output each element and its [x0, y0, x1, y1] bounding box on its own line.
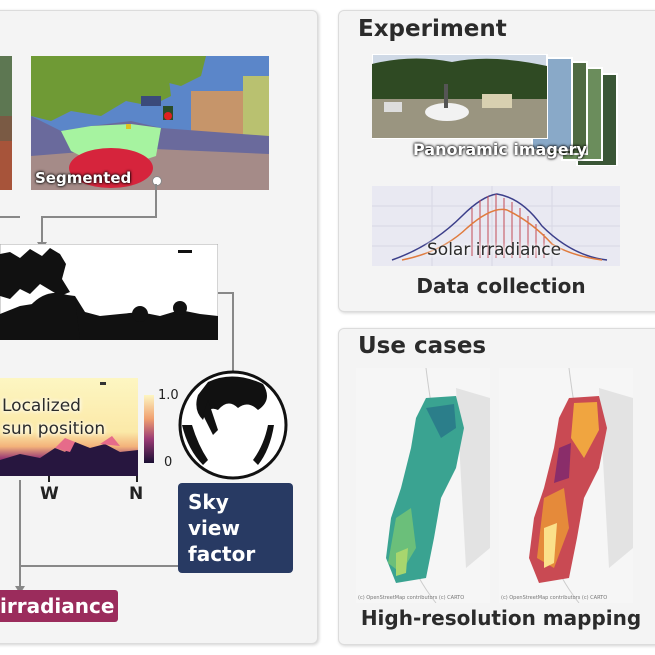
irradiance-map: (c) OpenStreetMap contributors (c) CARTO	[499, 368, 633, 603]
street-photo-thumbnail	[0, 56, 12, 190]
solar-irradiance-label: Solar irradiance	[427, 240, 562, 260]
sky-view-factor-box: Sky view factor	[178, 483, 293, 573]
axis-label-west: W	[40, 484, 59, 504]
svf-label-line2: factor	[188, 542, 256, 566]
panoramic-label: Panoramic imagery	[413, 140, 587, 159]
sun-position-label-line2: sun position	[2, 419, 106, 439]
irradiance-label: irradiance	[0, 594, 115, 618]
segmented-image	[31, 56, 269, 190]
solar-irradiance-plot	[372, 186, 620, 266]
colorbar-min-label: 0	[164, 455, 173, 470]
svf-map: (c) OpenStreetMap contributors (c) CARTO	[356, 368, 490, 603]
axis-tick	[48, 476, 50, 482]
high-resolution-mapping-caption: High-resolution mapping	[360, 606, 642, 630]
fisheye-sky-image	[178, 370, 288, 480]
irradiance-box: irradiance	[0, 590, 118, 622]
colorbar	[144, 395, 154, 463]
map-credit: (c) OpenStreetMap contributors (c) CARTO	[501, 595, 607, 601]
sky-mask-image	[0, 244, 218, 340]
segmented-label: Segmented	[35, 169, 132, 187]
experiment-title: Experiment	[358, 16, 507, 42]
sun-position-label-line1: Localized	[2, 396, 81, 416]
axis-label-north: N	[129, 484, 144, 504]
map-credit: (c) OpenStreetMap contributors (c) CARTO	[358, 595, 464, 601]
panoramic-imagery-stack	[372, 54, 618, 166]
sun-position-heatmap	[0, 378, 138, 476]
svf-label-line1: Sky view	[188, 490, 240, 540]
colorbar-max-label: 1.0	[158, 388, 179, 403]
use-cases-title: Use cases	[358, 333, 487, 359]
axis-tick	[136, 476, 138, 482]
data-collection-caption: Data collection	[416, 274, 586, 298]
